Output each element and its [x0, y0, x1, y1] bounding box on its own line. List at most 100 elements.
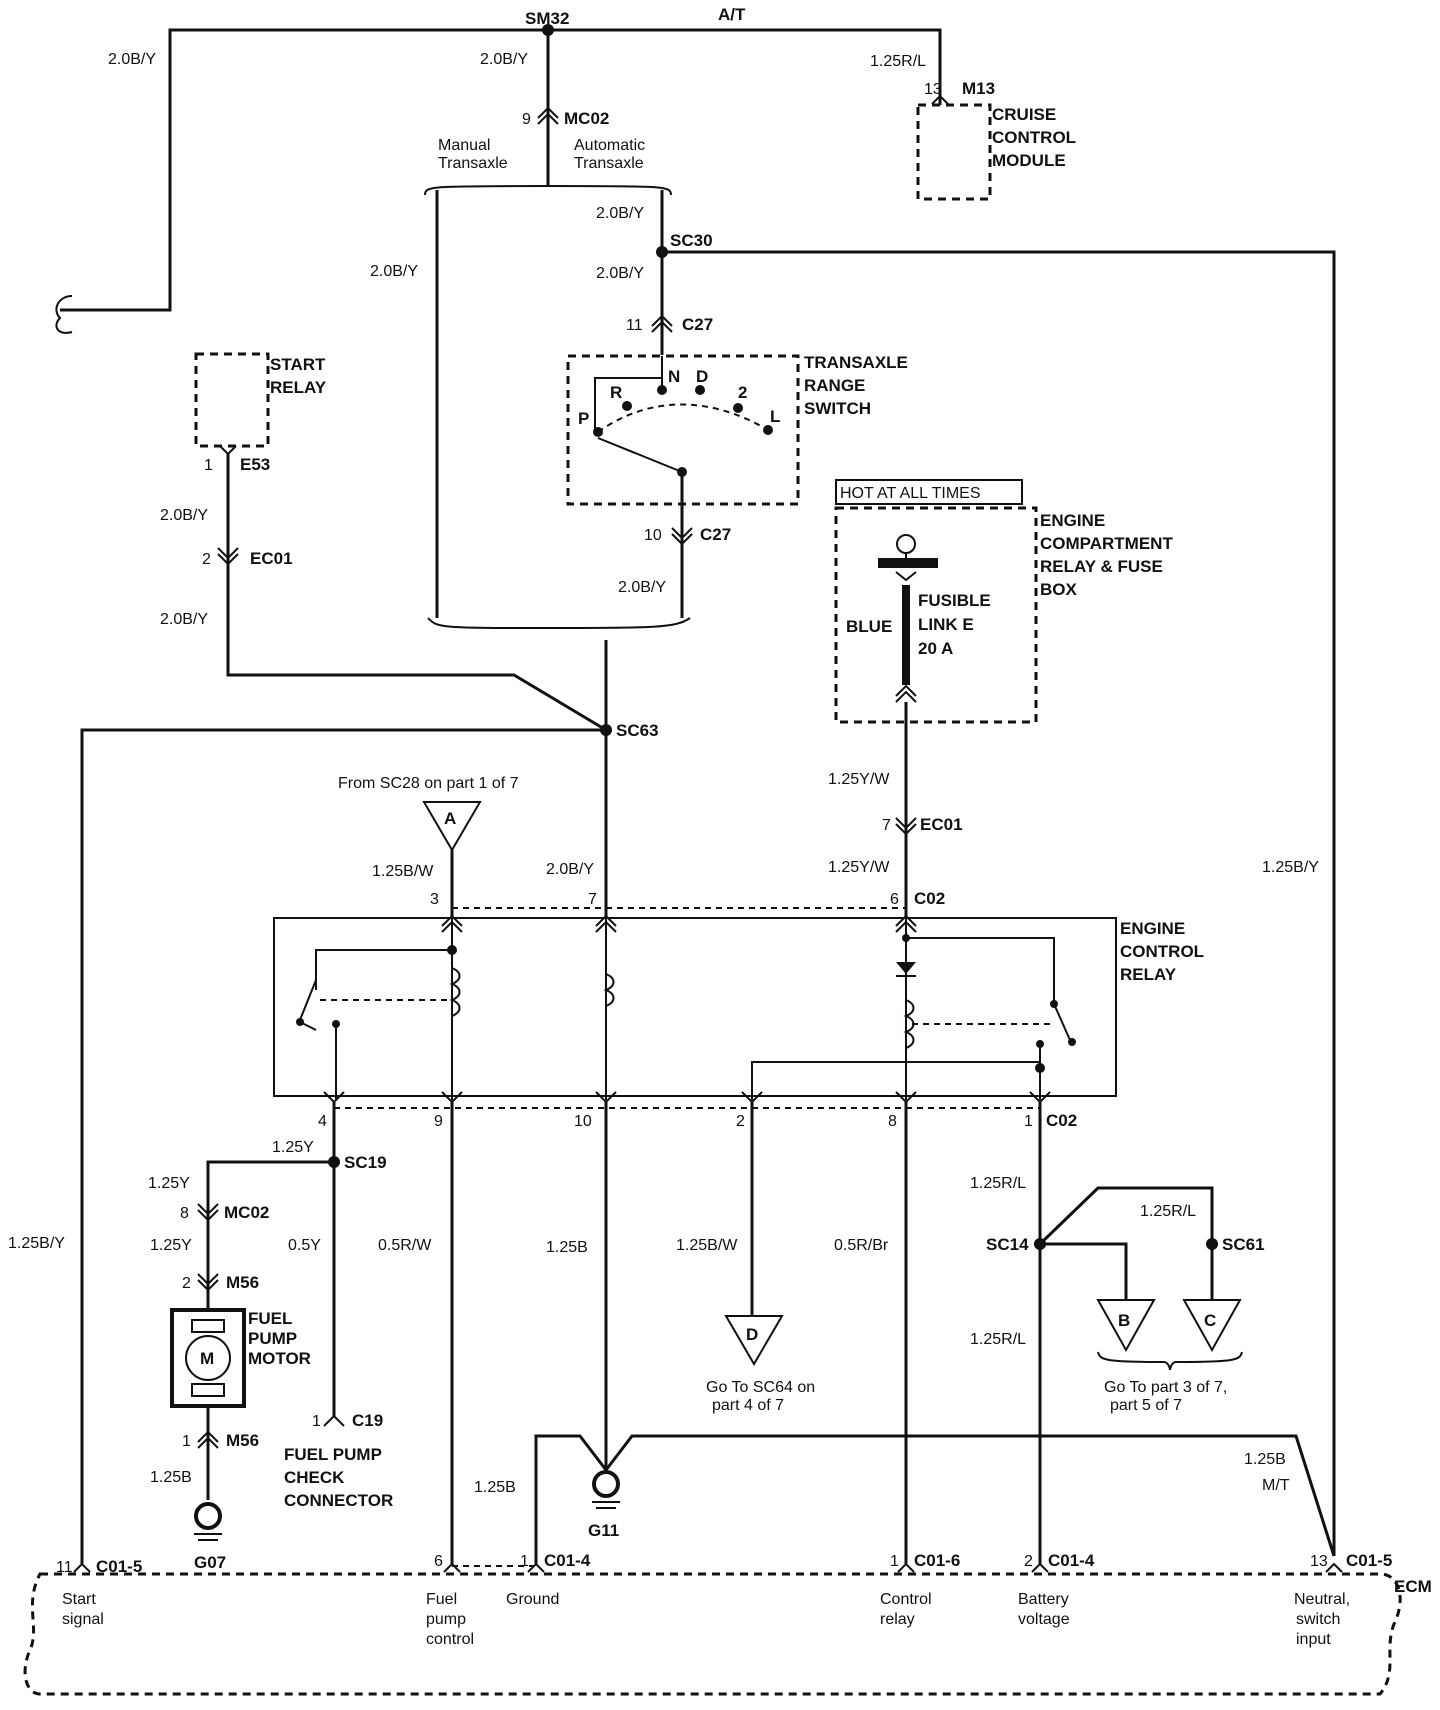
switch-pos-p: [593, 427, 603, 437]
fuse-box-name-2: COMPARTMENT: [1040, 534, 1173, 553]
fuse-box-name-3: RELAY & FUSE: [1040, 557, 1163, 576]
ecm-label-battery-2: voltage: [1018, 1611, 1070, 1628]
mc02-bottom-pin: 8: [180, 1205, 189, 1222]
ecm-label-neutral-2: switch: [1296, 1611, 1340, 1628]
transaxle-split: Manual Transaxle Automatic Transaxle 2.0…: [370, 137, 908, 629]
wire-label-pin10: 1.25B: [546, 1239, 588, 1256]
fuse-box-name-1: ENGINE: [1040, 511, 1105, 530]
wire-label-pin1-bot: 1.25R/L: [970, 1331, 1026, 1348]
right-long-wire: 1.25B/Y: [662, 250, 1336, 1556]
wire-label-pin2: 1.25B/W: [676, 1237, 738, 1254]
switch-pos-r: [622, 401, 632, 411]
fuse-box: HOT AT ALL TIMES BLUE FUSIBLE LINK E 20 …: [828, 479, 1173, 916]
range-switch-name-3: SWITCH: [804, 399, 871, 418]
ecm-conn-control: C01-6: [914, 1551, 960, 1570]
relay-top-pin-1: 3: [430, 891, 439, 908]
wire-label-top-mid: 2.0B/Y: [480, 51, 528, 68]
off-page-break-icon: [55, 295, 73, 334]
ecm-label-neutral-1: Neutral,: [1294, 1591, 1350, 1608]
fuel-pump-name-1: FUEL: [248, 1309, 292, 1328]
m56-bot-pin: 1: [182, 1433, 191, 1450]
bc-note-2: part 5 of 7: [1110, 1397, 1182, 1414]
switch-pos-r-label: R: [610, 383, 622, 402]
ecm-conn-start: C01-5: [96, 1557, 142, 1576]
bc-brace: [1097, 1351, 1243, 1371]
ecm-label-start-1: Start: [62, 1591, 96, 1608]
sc63-junction: SC63 1.25B/Y 2.0B/Y: [8, 640, 659, 1564]
wire-label-fuse-out: 1.25Y/W: [828, 771, 890, 788]
wire-label-sc30-above: 2.0B/Y: [596, 205, 644, 222]
splice-sc61: [1206, 1238, 1218, 1250]
transaxle-bottom-brace: [427, 617, 691, 629]
engine-control-relay: 3 7 6 C02 ENGINE CONTROL RELAY: [273, 889, 1204, 1130]
ecm-label-fuel-2: pump: [426, 1611, 466, 1628]
start-relay: START RELAY 1 E53 2.0B/Y 2 EC01 2.0B/Y: [160, 352, 607, 732]
wire-label-top-left: 2.0B/Y: [108, 51, 156, 68]
switch-pos-n-label: N: [668, 367, 680, 386]
connector-a: From SC28 on part 1 of 7 A 1.25B/W: [338, 775, 519, 916]
relay-top-connector: C02: [914, 889, 945, 908]
ecm-label-control-2: relay: [880, 1611, 915, 1628]
relay-bottom-pin-6: 1: [1024, 1113, 1033, 1130]
hot-at-all-times: HOT AT ALL TIMES: [840, 485, 981, 502]
wire-label-right-long: 1.25B/Y: [1262, 859, 1319, 876]
ecm-label-ground: Ground: [506, 1591, 559, 1608]
wire-label-manual: 2.0B/Y: [370, 263, 418, 280]
fuse-name-3: 20 A: [918, 639, 953, 658]
wire-label-sc61: 1.25R/L: [1140, 1203, 1196, 1220]
mc02-top-connector: MC02: [564, 109, 609, 128]
switch-pos-l-label: L: [770, 407, 780, 426]
ecm-label-battery-1: Battery: [1018, 1591, 1069, 1608]
fuse-terminal-icon: [896, 534, 916, 554]
check-conn-name-2: CHECK: [284, 1468, 345, 1487]
ecm-label-neutral-3: input: [1296, 1631, 1331, 1648]
manual-label-2: Transaxle: [438, 155, 508, 172]
ec01-left-connector: EC01: [250, 549, 293, 568]
motor-icon: [185, 1335, 231, 1381]
range-switch-arc: [597, 403, 769, 433]
cruise-name-1: CRUISE: [992, 105, 1056, 124]
ecm-pin-start: 11: [56, 1559, 73, 1576]
splice-sc14-label: SC14: [986, 1235, 1029, 1254]
fuse-bar-icon: [878, 558, 938, 568]
ecm-label-start-2: signal: [62, 1611, 104, 1628]
switch-pos-d-label: D: [696, 367, 708, 386]
relay-bottom-pin-4: 2: [736, 1113, 745, 1130]
wire-label-pin8: 0.5R/Br: [834, 1237, 889, 1254]
relay-diode-icon: [896, 962, 916, 974]
ecm-pin-battery: 2: [1024, 1553, 1033, 1570]
ground-g07-label: G07: [194, 1553, 226, 1572]
relay-top-pin-2: 7: [588, 891, 597, 908]
start-relay-pin: 1: [204, 457, 213, 474]
relay-box: [273, 917, 1117, 1097]
manual-label-1: Manual: [438, 137, 490, 154]
relay-name-3: RELAY: [1120, 965, 1177, 984]
m56-bot-connector: M56: [226, 1431, 259, 1450]
wire-label-top-right: 1.25R/L: [870, 53, 926, 70]
at-label: A/T: [718, 5, 746, 24]
connector-d-note-1: Go To SC64 on: [706, 1379, 815, 1396]
connector-a-letter: A: [444, 809, 456, 828]
splice-sc30-label: SC30: [670, 231, 713, 250]
splice-sc63-label: SC63: [616, 721, 659, 740]
connector-c-letter: C: [1204, 1311, 1216, 1330]
range-switch-name-2: RANGE: [804, 376, 865, 395]
c19-connector: C19: [352, 1411, 383, 1430]
relay-coil-1-icon: [449, 967, 461, 1017]
lower-wires: 0.5R/W 1.25B 1.25B/W D Go To SC64 on par…: [378, 1102, 1265, 1564]
fuel-pump-name-3: MOTOR: [248, 1349, 311, 1368]
cruise-connector: M13: [962, 79, 995, 98]
ecm-name: ECM: [1394, 1577, 1432, 1596]
c19-pin: 1: [312, 1413, 321, 1430]
connector-a-note: From SC28 on part 1 of 7: [338, 775, 519, 792]
m56-top-connector: M56: [226, 1273, 259, 1292]
ground-g11: 1.25B 1.25B M/T G11: [474, 1434, 1336, 1564]
switch-pos-p-label: P: [578, 409, 589, 428]
wire-label-ground-left: 1.25B: [474, 1479, 516, 1496]
auto-label-2: Transaxle: [574, 155, 644, 172]
check-conn-name-3: CONNECTOR: [284, 1491, 393, 1510]
ecm-conn-neutral: C01-5: [1346, 1551, 1392, 1570]
mc02-top-pin: 9: [522, 111, 531, 128]
motor-symbol: M: [200, 1349, 214, 1368]
